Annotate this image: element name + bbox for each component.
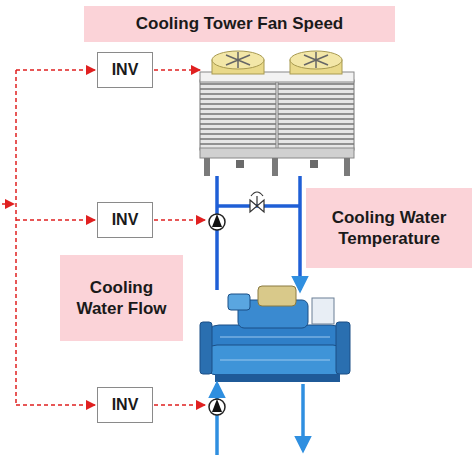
label-box: Cooling Water Temperature — [306, 188, 472, 268]
node-label: INV — [106, 61, 145, 79]
node-label: Cooling Water Flow — [60, 277, 183, 320]
inverter-box: INV — [97, 387, 153, 423]
node-label: Cooling Water Temperature — [306, 207, 472, 250]
water-pipe — [217, 176, 300, 290]
pump-symbol — [209, 214, 225, 230]
bypass-valve — [250, 192, 264, 212]
inverter-box: INV — [97, 202, 153, 238]
control-signal-line — [2, 70, 205, 405]
label-box: Cooling Water Flow — [60, 255, 183, 341]
node-label: INV — [106, 396, 145, 414]
water-pipe — [217, 384, 303, 455]
pump-symbol — [209, 399, 225, 415]
label-box: Cooling Tower Fan Speed — [84, 6, 395, 42]
node-label: Cooling Tower Fan Speed — [130, 13, 349, 34]
cooling-tower — [200, 51, 354, 176]
chiller — [200, 286, 350, 382]
node-label: INV — [106, 211, 145, 229]
inverter-box: INV — [97, 52, 153, 88]
